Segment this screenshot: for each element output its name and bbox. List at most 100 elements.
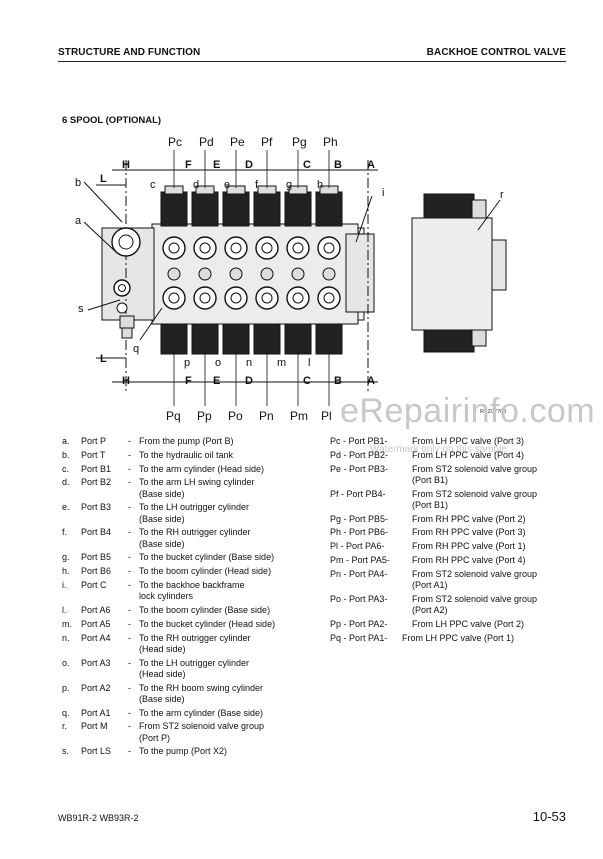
- work-port-lower: [162, 286, 186, 310]
- legend-row: q.Port A1-To the arm cylinder (Base side…: [62, 708, 332, 719]
- legend-description-line: From LH PPC valve (Port 4): [412, 449, 525, 460]
- work-port-upper-core: [199, 242, 211, 254]
- work-port-letter-lower: m: [277, 357, 286, 369]
- spool-bottom-cap: [284, 323, 312, 355]
- legend-description-line: From ST2 solenoid valve group: [412, 463, 538, 474]
- header-section-title: STRUCTURE AND FUNCTION: [58, 47, 201, 58]
- legend-description: To the arm cylinder (Base side): [139, 708, 332, 719]
- legend-description-line: (Base side): [139, 513, 185, 524]
- watermark-sub: Watermark only on this sample: [370, 444, 507, 455]
- legend-port: Port T: [81, 449, 106, 460]
- pilot-port-label-bottom: Pn: [259, 409, 274, 423]
- legend-port: Port A4: [81, 632, 111, 643]
- legend-port: Port A3: [81, 657, 111, 668]
- legend-description-line: (Base side): [139, 538, 185, 549]
- port-label-s: s: [78, 303, 84, 315]
- legend-description: To the arm cylinder (Head side): [139, 464, 332, 475]
- footer-model: WB91R-2 WB93R-2: [58, 813, 139, 823]
- legend-description-line: From RH PPC valve (Port 4): [412, 554, 526, 565]
- legend-pilot-port: Pd - Port PB2-: [330, 449, 389, 460]
- work-port-lower-core: [168, 292, 180, 304]
- legend-description-line: (Head side): [139, 668, 186, 679]
- legend-row: Pd - Port PB2- From LH PPC valve (Port 4): [330, 450, 595, 461]
- legend-description-line: To the boom cylinder (Base side): [139, 604, 271, 615]
- legend-description-line: To the RH boom swing cylinder: [139, 682, 264, 693]
- legend-row: Pf - Port PB4-From ST2 solenoid valve gr…: [330, 489, 595, 511]
- legend-description: To the pump (Port X2): [139, 746, 332, 757]
- spool-center-plug: [322, 267, 336, 281]
- work-port-letter-upper: e: [224, 179, 230, 191]
- legend-description-line: To the bucket cylinder (Head side): [139, 618, 276, 629]
- legend-row: f.Port B4-To the RH outrigger cylinder(B…: [62, 527, 332, 549]
- work-port-letter-upper: d: [193, 179, 199, 191]
- legend-dash: -: [128, 682, 131, 693]
- drawing-ref-code: RKZ07700: [480, 409, 507, 415]
- legend-description-line: To the LH outrigger cylinder: [139, 502, 250, 513]
- pilot-port-label-top: Pg: [292, 135, 307, 149]
- legend-description: From RH PPC valve (Port 1): [412, 541, 595, 552]
- legend-pilot-port: Pe - Port PB3-: [330, 463, 389, 474]
- spool-bottom-cap: [253, 323, 281, 355]
- legend-description-line: To the boom cylinder (Head side): [139, 566, 272, 577]
- legend-pilot-port: Pp - Port PA2-: [330, 618, 388, 629]
- section-mark-H-bottom: H: [122, 375, 130, 387]
- work-port-letter-upper: h: [317, 179, 323, 191]
- legend-port: Port LS: [81, 746, 112, 757]
- spool-top-cap: [284, 191, 312, 227]
- legend-row: b.Port T-To the hydraulic oil tank: [62, 450, 332, 461]
- legend-dash: -: [128, 604, 131, 615]
- legend-letter: m.: [62, 618, 72, 629]
- work-port-lower: [224, 286, 248, 310]
- section-mark-B-top: B: [334, 159, 342, 171]
- legend-port: Port C: [81, 579, 107, 590]
- pilot-port-label-bottom: Pl: [321, 409, 332, 423]
- port-label-c: c: [150, 179, 156, 191]
- legend-description: From ST2 solenoid valve group(Port P): [139, 721, 332, 743]
- legend-letter: d.: [62, 477, 70, 488]
- legend-description: To the RH boom swing cylinder(Base side): [139, 683, 332, 705]
- legend-description-line: From RH PPC valve (Port 2): [412, 513, 526, 524]
- section-mark-L-bottom: L: [100, 353, 107, 365]
- legend-port: Port B4: [81, 527, 112, 538]
- legend-description-line: From RH PPC valve (Port 3): [412, 527, 526, 538]
- legend-description: To the RH outrigger cylinder(Head side): [139, 633, 332, 655]
- legend-row: Pq - Port PA1-From LH PPC valve (Port 1): [330, 633, 595, 644]
- legend-pilot-port: Pg - Port PB5-: [330, 513, 389, 524]
- legend-description-line: (Base side): [139, 693, 185, 704]
- legend-description: From LH PPC valve (Port 1): [402, 633, 595, 644]
- legend-row: Pp - Port PA2-From LH PPC valve (Port 2): [330, 619, 595, 630]
- spool-center-plug: [229, 267, 243, 281]
- section-mark-A-top: A: [367, 159, 375, 171]
- legend-port: Port A2: [81, 682, 111, 693]
- legend-description-line: (Port P): [139, 732, 171, 743]
- legend-description: From ST2 solenoid valve group(Port B1): [412, 464, 595, 486]
- legend-description-line: From ST2 solenoid valve group: [412, 488, 538, 499]
- legend-dash: -: [128, 746, 131, 757]
- port-label-q: q: [133, 343, 139, 355]
- legend-row: s.Port LS-To the pump (Port X2): [62, 746, 332, 757]
- legend-description: To the LH outrigger cylinder(Base side): [139, 502, 332, 524]
- legend-description-line: From LH PPC valve (Port 3): [412, 436, 525, 446]
- legend-dash: -: [128, 566, 131, 577]
- legend-letter: q.: [62, 707, 70, 718]
- legend-row: a.Port P-From the pump (Port B): [62, 436, 332, 447]
- spool-top-cap: [315, 191, 343, 227]
- legend-row: Pl - Port PA6-From RH PPC valve (Port 1): [330, 541, 595, 552]
- work-port-lower-core: [230, 292, 242, 304]
- port-label-a: a: [75, 215, 82, 227]
- spool-bottom-cap: [191, 323, 219, 355]
- legend-description: From ST2 solenoid valve group(Port B1): [412, 489, 595, 511]
- legend-port: Port B2: [81, 477, 112, 488]
- pilot-port-label-top: Pf: [261, 135, 273, 149]
- port-label-r: r: [500, 189, 504, 201]
- legend-row: Ph - Port PB6-From RH PPC valve (Port 3): [330, 527, 595, 538]
- section-mark-F-top: F: [185, 159, 192, 171]
- work-port-upper-core: [323, 242, 335, 254]
- spool-center-plug: [291, 267, 305, 281]
- pilot-port-label-bottom: Pp: [197, 409, 212, 423]
- spool-center-plug: [167, 267, 181, 281]
- legend-letter: r.: [62, 721, 68, 732]
- legend-description: To the hydraulic oil tank: [139, 450, 332, 461]
